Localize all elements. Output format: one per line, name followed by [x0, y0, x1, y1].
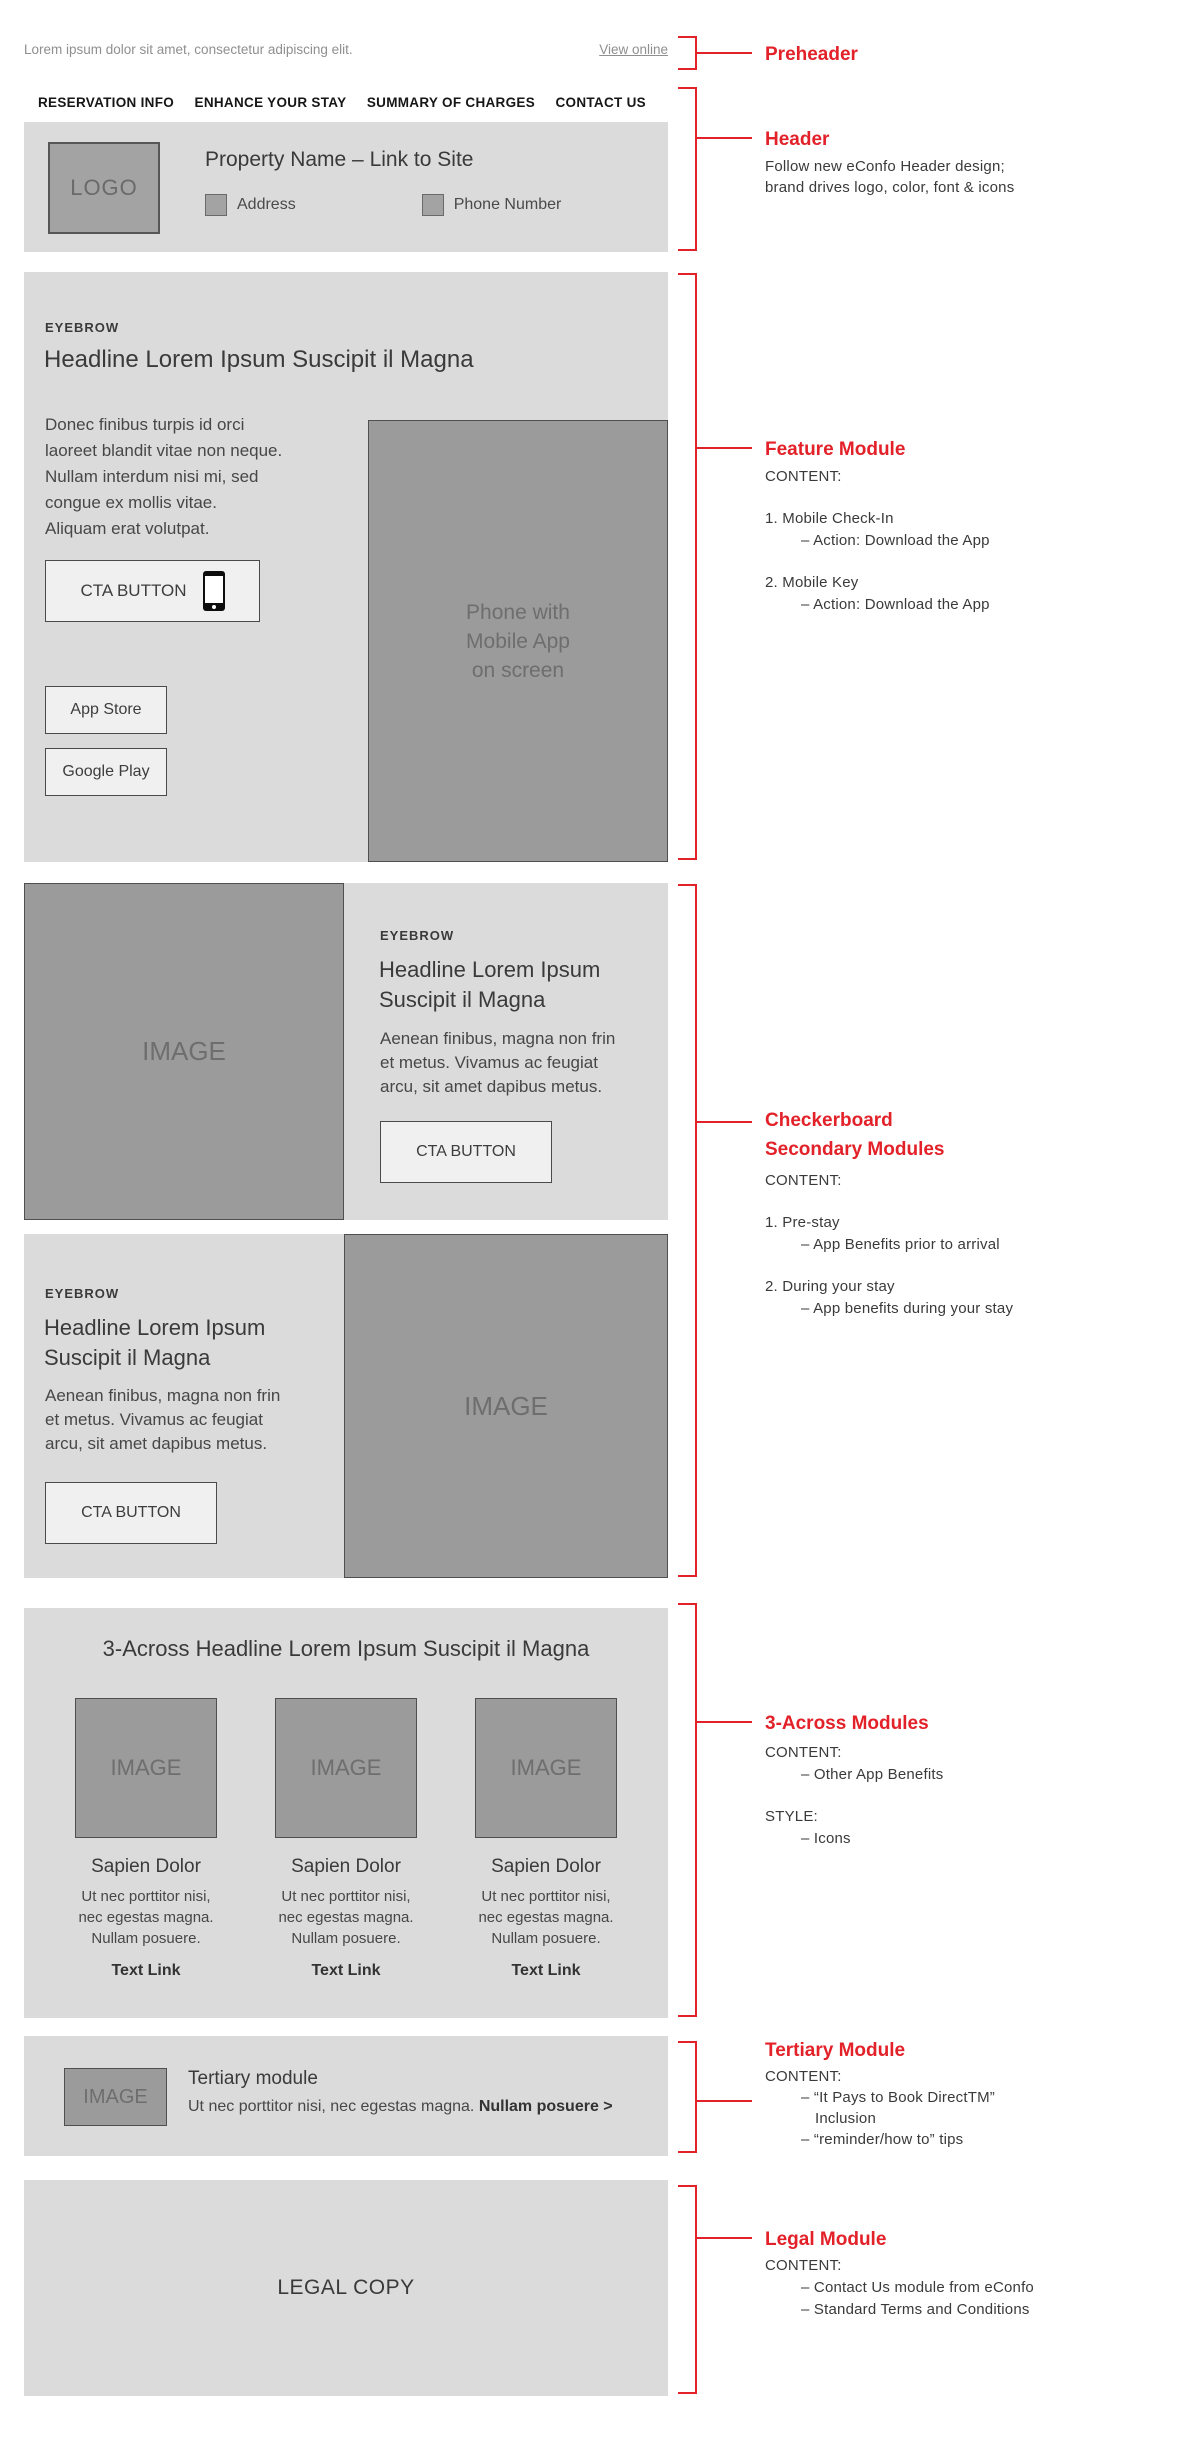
checkerboard-2-image-placeholder: IMAGE: [344, 1234, 668, 1578]
annotation-feature-notes: CONTENT: 1. Mobile Check-In – Action: Do…: [765, 468, 990, 613]
column-2-text-link[interactable]: Text Link: [311, 1962, 381, 1979]
feature-module: EYEBROW Headline Lorem Ipsum Suscipit il…: [24, 272, 668, 862]
checkerboard-module-2: IMAGE EYEBROW Headline Lorem Ipsum Susci…: [24, 1234, 668, 1578]
legal-copy-placeholder: LEGAL COPY: [277, 2276, 415, 2299]
header-bracket: [678, 87, 752, 251]
column-2-body: Ut nec porttitor nisi, nec egestas magna…: [278, 1888, 414, 1947]
tertiary-title: Tertiary module: [188, 2068, 318, 2089]
checkerboard-2-cta-button[interactable]: CTA BUTTON: [45, 1482, 217, 1544]
view-online-link[interactable]: View online: [599, 42, 668, 57]
checkerboard-1-headline: Headline Lorem Ipsum Suscipit il Magna: [379, 957, 601, 1012]
address-label: Address: [237, 196, 296, 213]
three-across-bracket: [678, 1603, 752, 2017]
annotation-checkerboard-label: Checkerboard Secondary Modules: [765, 1110, 945, 1160]
column-1-image-placeholder: IMAGE: [75, 1698, 217, 1838]
annotation-feature-label: Feature Module: [765, 439, 906, 460]
tertiary-text-link[interactable]: Nullam posuere >: [478, 2098, 613, 2115]
preheader-bracket: [678, 36, 752, 70]
column-1-title: Sapien Dolor: [91, 1856, 201, 1877]
address-icon: [205, 194, 227, 216]
feature-cta-button[interactable]: CTA BUTTON: [45, 560, 260, 622]
feature-body: Donec finibus turpis id orci laoreet bla…: [45, 415, 283, 538]
annotation-header-label: Header: [765, 129, 830, 150]
checkerboard-module-1: IMAGE EYEBROW Headline Lorem Ipsum Susci…: [24, 883, 668, 1220]
tertiary-image-placeholder: IMAGE: [64, 2068, 167, 2126]
column-3-image-placeholder: IMAGE: [475, 1698, 617, 1838]
checkerboard-1-body: Aenean finibus, magna non frin et metus.…: [380, 1029, 616, 1096]
three-across-column-2: IMAGE Sapien Dolor Ut nec porttitor nisi…: [246, 1698, 446, 1980]
feature-bracket: [678, 273, 752, 860]
legal-module: LEGAL COPY: [24, 2180, 668, 2396]
checkerboard-1-cta-button[interactable]: CTA BUTTON: [380, 1121, 552, 1183]
feature-headline: Headline Lorem Ipsum Suscipit il Magna: [44, 346, 474, 373]
tertiary-body: Ut nec porttitor nisi, nec egestas magna…: [188, 2098, 613, 2115]
phone-number-label: Phone Number: [453, 196, 562, 213]
column-2-title: Sapien Dolor: [291, 1856, 401, 1877]
column-1-text-link[interactable]: Text Link: [111, 1962, 181, 1979]
nav-item-enhance-your-stay[interactable]: ENHANCE YOUR STAY: [194, 95, 347, 110]
header-module: LOGO Property Name – Link to Site Addres…: [24, 122, 668, 252]
google-play-button[interactable]: Google Play: [45, 748, 167, 796]
tertiary-bracket: [678, 2041, 752, 2153]
header-nav: RESERVATION INFO ENHANCE YOUR STAY SUMMA…: [38, 95, 646, 110]
annotation-tertiary-notes: CONTENT: – “It Pays to Book DirectTM” In…: [765, 2068, 995, 2148]
header-info-row: Address Phone Number: [205, 194, 645, 216]
annotation-legal-label: Legal Module: [765, 2229, 887, 2250]
annotation-preheader-label: Preheader: [765, 44, 858, 65]
nav-item-reservation-info[interactable]: RESERVATION INFO: [38, 95, 175, 110]
logo-placeholder: LOGO: [48, 142, 160, 234]
tertiary-module: IMAGE Tertiary module Ut nec porttitor n…: [24, 2036, 668, 2156]
three-across-column-1: IMAGE Sapien Dolor Ut nec porttitor nisi…: [46, 1698, 246, 1980]
three-across-column-3: IMAGE Sapien Dolor Ut nec porttitor nisi…: [446, 1698, 646, 1980]
column-3-body: Ut nec porttitor nisi, nec egestas magna…: [478, 1888, 614, 1947]
app-store-button[interactable]: App Store: [45, 686, 167, 734]
preheader-text: Lorem ipsum dolor sit amet, consectetur …: [24, 42, 353, 57]
three-across-row: IMAGE Sapien Dolor Ut nec porttitor nisi…: [46, 1698, 646, 1980]
phone-icon: [421, 194, 444, 216]
column-1-body: Ut nec porttitor nisi, nec egestas magna…: [78, 1888, 214, 1947]
legal-bracket: [678, 2185, 752, 2394]
annotation-header-notes: Follow new eConfo Header design; brand d…: [765, 158, 1015, 196]
checkerboard-2-headline: Headline Lorem Ipsum Suscipit il Magna: [44, 1315, 266, 1370]
annotation-tertiary-label: Tertiary Module: [765, 2040, 906, 2061]
three-across-headline: 3-Across Headline Lorem Ipsum Suscipit i…: [102, 1636, 590, 1661]
three-across-module: 3-Across Headline Lorem Ipsum Suscipit i…: [24, 1608, 668, 2018]
checkerboard-2-body: Aenean finibus, magna non frin et metus.…: [45, 1386, 281, 1453]
annotation-three-across-notes: CONTENT: – Other App Benefits STYLE: – I…: [765, 1744, 944, 1847]
feature-image-placeholder: Phone with Mobile App on screen: [368, 420, 668, 862]
column-3-title: Sapien Dolor: [491, 1856, 601, 1877]
annotation-checkerboard-notes: CONTENT: 1. Pre-stay – App Benefits prio…: [765, 1172, 1014, 1317]
column-3-text-link[interactable]: Text Link: [511, 1962, 581, 1979]
checkerboard-1-image-placeholder: IMAGE: [24, 883, 344, 1220]
nav-item-summary-of-charges[interactable]: SUMMARY OF CHARGES: [366, 95, 536, 110]
nav-item-contact-us[interactable]: CONTACT US: [555, 95, 646, 110]
checkerboard-bracket: [678, 884, 752, 1577]
preheader: Lorem ipsum dolor sit amet, consectetur …: [24, 42, 668, 57]
feature-eyebrow: EYEBROW: [45, 320, 120, 335]
annotation-three-across-label: 3-Across Modules: [765, 1713, 929, 1734]
checkerboard-1-eyebrow: EYEBROW: [380, 928, 455, 943]
property-name-link[interactable]: Property Name – Link to Site: [205, 148, 474, 171]
checkerboard-2-eyebrow: EYEBROW: [45, 1286, 120, 1301]
mobile-phone-icon: [202, 571, 225, 611]
column-2-image-placeholder: IMAGE: [275, 1698, 417, 1838]
annotation-legal-notes: CONTENT: – Contact Us module from eConfo…: [765, 2257, 1034, 2318]
